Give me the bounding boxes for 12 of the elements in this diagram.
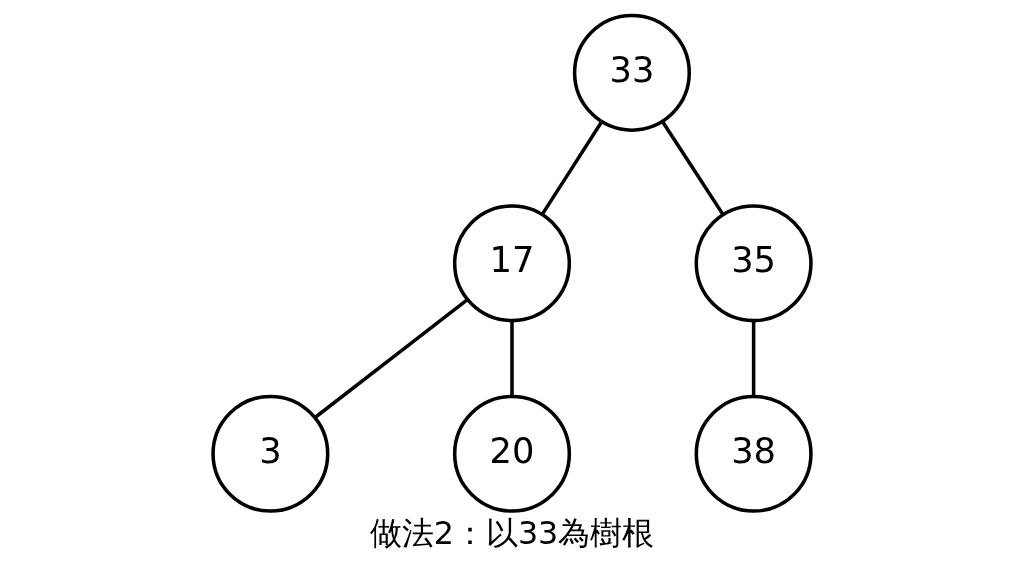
node-circle: 38 bbox=[694, 394, 813, 513]
connector bbox=[751, 320, 756, 397]
connector bbox=[661, 120, 725, 216]
caption: 做法2：以33為樹根 bbox=[369, 514, 655, 551]
node-circle: 3 bbox=[211, 394, 330, 513]
node-circle: 17 bbox=[452, 204, 572, 323]
connector bbox=[510, 320, 514, 397]
connector bbox=[540, 120, 604, 216]
node-circle: 33 bbox=[572, 13, 691, 132]
node-circle: 20 bbox=[452, 394, 572, 513]
connector bbox=[313, 298, 469, 419]
node-circle: 35 bbox=[694, 204, 813, 323]
